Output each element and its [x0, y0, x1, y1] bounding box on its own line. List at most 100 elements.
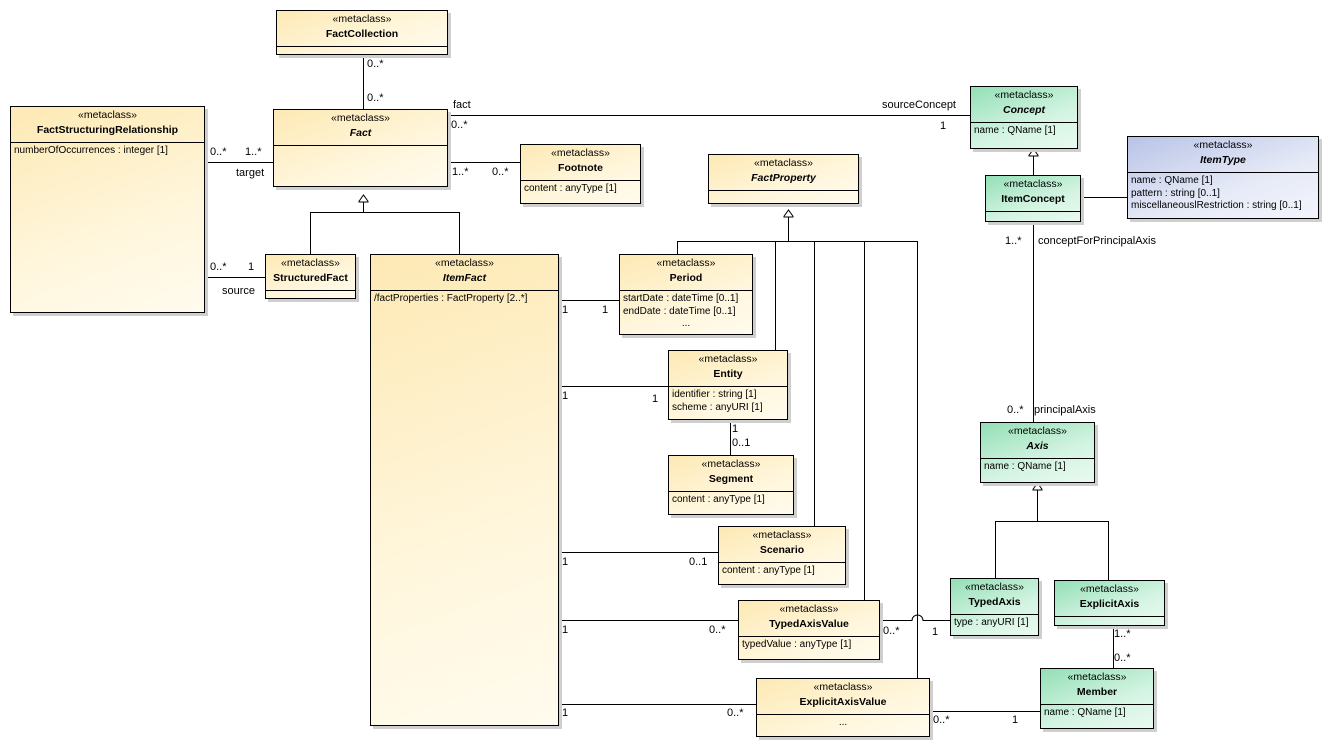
attribute-compartment: content : anyType [1] [669, 492, 793, 509]
attribute-compartment: name : QName [1] [971, 123, 1077, 140]
class-fact-structuring-relationship[interactable]: «metaclass» FactStructuringRelationship … [10, 106, 205, 313]
attribute: identifier : string [1] [672, 389, 757, 400]
stereotype-label: «metaclass» [701, 458, 761, 470]
attribute-compartment: content : anyType [1] [719, 563, 845, 580]
attribute-compartment: startDate : dateTime [0..1] endDate : da… [620, 291, 752, 333]
stereotype-label: «metaclass» [994, 89, 1054, 101]
class-item-type[interactable]: «metaclass» ItemType name : QName [1] pa… [1127, 136, 1319, 219]
generalization-to-factproperty [677, 210, 918, 680]
attribute-compartment: type : anyURI [1] [951, 615, 1038, 632]
class-typed-axis[interactable]: «metaclass» TypedAxis type : anyURI [1] [950, 578, 1039, 636]
class-period[interactable]: «metaclass» Period startDate : dateTime … [619, 254, 753, 335]
stereotype-label: «metaclass» [1008, 425, 1067, 437]
attribute: miscellaneouslRestriction : string [0..1… [1131, 200, 1302, 211]
role-label: principalAxis [1034, 404, 1096, 416]
attribute: name : QName [1] [1131, 175, 1213, 186]
class-name: TypedAxisValue [769, 618, 849, 630]
multiplicity-label: 1 [940, 120, 947, 132]
class-name: FactStructuringRelationship [36, 124, 179, 136]
attribute-compartment: content : anyType [1] [521, 181, 640, 198]
attribute-compartment: identifier : string [1] scheme : anyURI … [669, 387, 787, 416]
stereotype-label: «metaclass» [332, 13, 392, 25]
class-scenario[interactable]: «metaclass» Scenario content : anyType [… [718, 526, 846, 585]
multiplicity-label: 0..1 [689, 556, 708, 568]
multiplicity-label: 1..* [1005, 235, 1022, 247]
multiplicity-label: 0..* [933, 714, 950, 726]
stereotype-label: «metaclass» [813, 681, 873, 693]
attribute-ellipsis: ... [838, 717, 848, 728]
class-fact-collection[interactable]: «metaclass» FactCollection [276, 10, 448, 55]
multiplicity-label: 0..* [210, 261, 227, 273]
attribute: typedValue : anyType [1] [742, 639, 852, 650]
class-name: Axis [1026, 440, 1049, 452]
multiplicity-label: 0..* [492, 166, 509, 178]
multiplicity-label: 0..1 [732, 437, 751, 449]
multiplicity-label: 0..* [883, 625, 900, 637]
attribute: name : QName [1] [984, 461, 1066, 472]
class-name: Member [1076, 686, 1118, 698]
attribute: name : QName [1] [974, 125, 1056, 136]
stereotype-label: «metaclass» [1067, 671, 1127, 683]
generalization-to-axis [995, 483, 1109, 580]
role-label: target [236, 167, 265, 179]
class-item-fact[interactable]: «metaclass» ItemFact /factProperties : F… [370, 254, 559, 726]
stereotype-label: «metaclass» [1080, 583, 1139, 595]
class-entity[interactable]: «metaclass» Entity identifier : string [… [668, 350, 788, 420]
role-label: fact [453, 99, 471, 111]
stereotype-label: «metaclass» [331, 112, 390, 124]
role-label: sourceConcept [882, 99, 956, 111]
class-item-concept[interactable]: «metaclass» ItemConcept [985, 175, 1081, 222]
attribute: startDate : dateTime [0..1] [623, 293, 739, 304]
class-name: Segment [708, 473, 754, 485]
class-member[interactable]: «metaclass» Member name : QName [1] [1040, 668, 1154, 729]
multiplicity-label: 1 [562, 556, 569, 568]
stereotype-label: «metaclass» [281, 257, 340, 269]
class-name: Scenario [759, 544, 805, 556]
multiplicity-label: 0..* [367, 92, 384, 104]
stereotype-label: «metaclass» [754, 157, 813, 169]
stereotype-label: «metaclass» [779, 603, 839, 615]
class-footnote[interactable]: «metaclass» Footnote content : anyType [… [520, 144, 641, 204]
stereotype-label: «metaclass» [1003, 178, 1063, 190]
class-fact[interactable]: «metaclass» Fact [273, 109, 448, 187]
multiplicity-label: 1 [562, 624, 569, 636]
attribute-ellipsis: ... [681, 318, 691, 329]
class-explicit-axis[interactable]: «metaclass» ExplicitAxis [1054, 580, 1165, 626]
attribute: scheme : anyURI [1] [672, 401, 763, 413]
class-explicit-axis-value[interactable]: «metaclass» ExplicitAxisValue ... [756, 678, 930, 737]
assoc-typedaxisvalue-typedaxis [880, 614, 950, 621]
multiplicity-label: 1..* [245, 146, 262, 158]
class-name: StructuredFact [273, 272, 348, 284]
attribute: endDate : dateTime [0..1] [623, 305, 736, 317]
stereotype-label: «metaclass» [965, 581, 1024, 593]
stereotype-label: «metaclass» [752, 529, 812, 541]
attribute-compartment: name : QName [1] [1041, 705, 1153, 722]
attribute-compartment: numberOfOccurrences : integer [1] [11, 143, 204, 160]
class-name: Fact [349, 127, 372, 139]
class-name: Footnote [558, 162, 603, 174]
multiplicity-label: 1 [562, 304, 569, 316]
class-name: Concept [1003, 104, 1045, 116]
class-fact-property[interactable]: «metaclass» FactProperty [708, 154, 859, 204]
multiplicity-label: 0..* [367, 58, 384, 70]
attribute-compartment: ... [757, 715, 929, 732]
class-axis[interactable]: «metaclass» Axis name : QName [1] [980, 422, 1095, 483]
stereotype-label: «metaclass» [435, 257, 494, 269]
class-concept[interactable]: «metaclass» Concept name : QName [1] [970, 86, 1078, 149]
stereotype-label: «metaclass» [78, 109, 137, 121]
multiplicity-label: 0..* [1007, 404, 1024, 416]
role-label: source [222, 285, 256, 297]
multiplicity-label: 1 [602, 304, 609, 316]
multiplicity-label: 1 [732, 423, 739, 435]
multiplicity-label: 0..* [451, 119, 468, 131]
class-structured-fact[interactable]: «metaclass» StructuredFact [265, 254, 356, 299]
class-typed-axis-value[interactable]: «metaclass» TypedAxisValue typedValue : … [738, 600, 880, 660]
multiplicity-label: 0..* [210, 146, 227, 158]
attribute: content : anyType [1] [672, 494, 765, 505]
class-segment[interactable]: «metaclass» Segment content : anyType [1… [668, 455, 794, 515]
attribute-compartment: name : QName [1] pattern : string [0..1]… [1128, 173, 1318, 215]
multiplicity-label: 1 [1012, 714, 1019, 726]
attribute-compartment: name : QName [1] [981, 459, 1094, 476]
